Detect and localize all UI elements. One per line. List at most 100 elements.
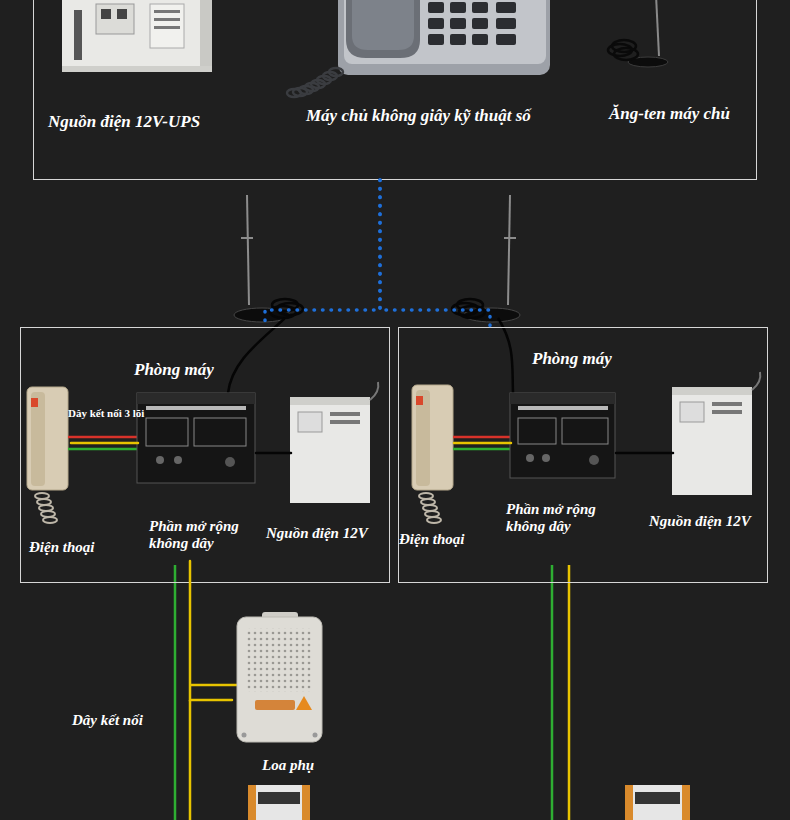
room-antenna (459, 306, 485, 318)
extension-unit (137, 393, 255, 404)
host-antenna (614, 48, 638, 60)
bottom-device (248, 785, 256, 820)
host-base-phone (344, 0, 546, 64)
extension-unit (542, 454, 550, 462)
coiled-cord (287, 89, 301, 97)
phone-handset (39, 505, 53, 511)
node-label: Nguồn điện 12V-UPS (48, 112, 200, 132)
bottom-device (625, 785, 690, 820)
host-ups-box (62, 66, 212, 72)
three-core-wire (453, 436, 510, 439)
phone-handset (31, 392, 45, 486)
node-label: Phòng máy (134, 360, 214, 380)
phone-handset (35, 493, 57, 523)
bottom-device (302, 785, 310, 820)
extension-unit (518, 406, 608, 410)
ups-box (672, 387, 752, 395)
ups-box (752, 372, 760, 390)
bottom-device (635, 792, 680, 804)
node-label: Nguồn điện 12V (649, 513, 751, 530)
ups-node: Nguồn điện 12V (291, 396, 371, 551)
phone-handset (427, 517, 441, 523)
power-cable (616, 452, 673, 455)
node-label: Điện thoại (29, 539, 94, 556)
phone-handset (412, 385, 453, 523)
machine-room: Phòng máyĐiện thoại Phần mở rộng không dâ… (20, 327, 390, 583)
extension-node: Phần mở rộng không dây (138, 394, 256, 561)
host-base-phone (496, 2, 516, 13)
speaker-unit (237, 612, 322, 742)
room-antenna (247, 195, 249, 305)
speaker-node: Loa phụ (232, 612, 327, 780)
bottom-device (248, 785, 310, 820)
phone-handset (423, 505, 437, 511)
extension-unit (137, 393, 255, 483)
power-cable (256, 452, 291, 455)
extension-unit (146, 418, 188, 446)
host-base-phone (450, 18, 466, 29)
phone-handset (41, 511, 55, 517)
extension-unit (510, 393, 615, 478)
connection-wire (174, 565, 177, 820)
bottom-device (258, 792, 300, 804)
extension-unit (194, 418, 246, 446)
ups-box (370, 382, 378, 400)
phone-handset (416, 390, 430, 486)
machine-room: Phòng máyĐiện thoạiPhần mở rộng không dâ… (398, 327, 768, 583)
host-base-phone (352, 0, 414, 50)
extension-unit (156, 456, 164, 464)
speaker-wire (190, 561, 232, 700)
room-antenna (452, 299, 485, 318)
extension-unit (518, 418, 556, 444)
ups-node: Nguồn điện 12V (673, 388, 753, 546)
extension-unit (510, 393, 615, 478)
node-label: Ăng-ten máy chủ (609, 104, 730, 124)
speaker-unit (255, 700, 295, 710)
phone-handset (416, 396, 423, 405)
bottom-device (625, 785, 633, 820)
ups-box (330, 412, 360, 416)
node-label: Điện thoại (399, 531, 464, 548)
host-ups-box (200, 0, 212, 72)
room-antenna (277, 303, 303, 315)
wireless-link (265, 180, 380, 327)
room-antenna (504, 237, 516, 239)
ups-box (672, 372, 760, 495)
room-antenna (498, 318, 513, 393)
ups-box (290, 397, 370, 503)
phone-handset (27, 387, 68, 523)
room-antenna (270, 299, 303, 318)
three-core-wire (68, 437, 137, 449)
phone-handset (412, 385, 453, 490)
ups-box (290, 397, 370, 405)
host-frame: Nguồn điện 12V-UPS Máy chủ không giây kỹ … (33, 0, 757, 180)
host-antenna (608, 40, 638, 60)
connection-wire (568, 565, 571, 820)
room-antenna (508, 195, 510, 305)
three-core-wire (71, 442, 138, 445)
speaker-unit (242, 733, 247, 738)
ups-box (680, 402, 704, 422)
node-label: Phần mở rộng không dây (149, 518, 261, 553)
host-antenna (656, 0, 659, 56)
ups-box (298, 412, 322, 432)
host-ups-box (117, 9, 127, 19)
ups-box (672, 387, 752, 495)
coiled-cord (287, 68, 343, 97)
speaker-unit (296, 696, 312, 710)
wire-label: Dây kết nối (72, 712, 143, 729)
phone-handset (43, 517, 57, 523)
host-base-phone (450, 34, 466, 45)
extension-node: Phần mở rộng không dây (511, 394, 616, 556)
host-ups-box (150, 4, 184, 48)
three-core-wire (453, 448, 510, 451)
extension-unit (562, 418, 608, 444)
speaker-unit (237, 617, 322, 742)
connection-wire (190, 684, 237, 687)
host-base-phone (472, 18, 488, 29)
three-core-wire (453, 437, 510, 449)
host-base-phone (428, 18, 444, 29)
bottom-device (625, 785, 690, 820)
phone-handset (35, 493, 49, 499)
node-label: Máy chủ không giây kỹ thuật số (306, 106, 531, 126)
